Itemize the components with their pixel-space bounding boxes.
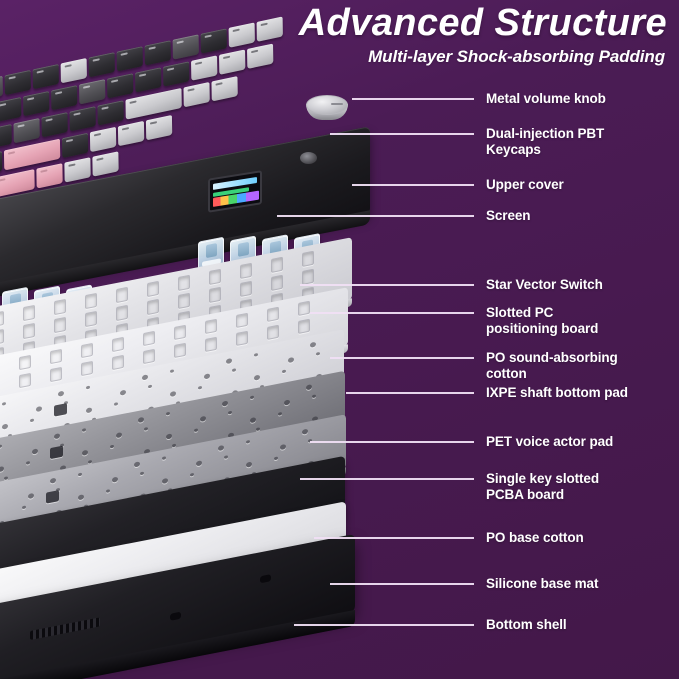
- leader-line-upper-cover: [352, 184, 474, 186]
- callout-dual-injection-pbt-keycaps: Dual-injection PBT Keycaps: [0, 126, 679, 166]
- leader-line-metal-volume-knob: [352, 98, 474, 100]
- callout-upper-cover: Upper cover: [0, 177, 679, 217]
- metal-volume-knob-object: [306, 95, 348, 125]
- callout-pet-voice-actor-pad: PET voice actor pad: [0, 434, 679, 474]
- callout-label-upper-cover: Upper cover: [486, 177, 564, 192]
- callout-label-po-base-cotton: PO base cotton: [486, 530, 584, 545]
- leader-line-star-vector-switch: [300, 284, 474, 286]
- callout-bottom-shell: Bottom shell: [0, 617, 679, 657]
- callout-single-key-slotted-pcba-board: Single key slotted PCBA board: [0, 471, 679, 511]
- plate-slot: [302, 250, 314, 267]
- callout-label-slotted-pc-positioning-board: Slotted PC positioning board: [486, 305, 599, 336]
- leader-line-ixpe-shaft-bottom-pad: [346, 392, 474, 394]
- page-subtitle: Multi-layer Shock-absorbing Padding: [368, 46, 665, 66]
- leader-line-bottom-shell: [294, 624, 474, 626]
- callout-label-silicone-base-mat: Silicone base mat: [486, 576, 599, 591]
- plate-slot: [271, 256, 283, 273]
- callout-ixpe-shaft-bottom-pad: IXPE shaft bottom pad: [0, 385, 679, 425]
- leader-line-po-sound-absorbing-cotton: [330, 357, 474, 359]
- callout-label-ixpe-shaft-bottom-pad: IXPE shaft bottom pad: [486, 385, 628, 400]
- leader-line-slotted-pc-positioning-board: [310, 312, 474, 314]
- keycap: [32, 63, 59, 90]
- callout-star-vector-switch: Star Vector Switch: [0, 277, 679, 317]
- page-title: Advanced Structure: [298, 2, 667, 44]
- callout-po-base-cotton: PO base cotton: [0, 530, 679, 570]
- mounting-hole: [194, 428, 198, 433]
- callout-label-bottom-shell: Bottom shell: [486, 617, 567, 632]
- leader-line-silicone-base-mat: [330, 583, 474, 585]
- callout-label-screen: Screen: [486, 208, 531, 223]
- callout-label-pet-voice-actor-pad: PET voice actor pad: [486, 434, 614, 449]
- callout-screen: Screen: [0, 208, 679, 248]
- mounting-hole: [82, 428, 86, 432]
- callout-slotted-pc-positioning-board: Slotted PC positioning board: [0, 305, 679, 345]
- callout-po-sound-absorbing-cotton: PO sound-absorbing cotton: [0, 350, 679, 390]
- callout-silicone-base-mat: Silicone base mat: [0, 576, 679, 616]
- keycap: [135, 67, 162, 93]
- callout-label-single-key-slotted-pcba-board: Single key slotted PCBA board: [486, 471, 599, 502]
- mounting-hole: [144, 427, 148, 431]
- knob-notch: [331, 103, 343, 105]
- leader-line-screen: [277, 215, 474, 217]
- knob-top: [306, 95, 348, 115]
- callout-metal-volume-knob: Metal volume knob: [0, 91, 679, 131]
- leader-line-dual-injection-pbt-keycaps: [330, 133, 474, 135]
- callout-label-star-vector-switch: Star Vector Switch: [486, 277, 603, 292]
- navigation-stick: [300, 152, 317, 164]
- heading-block: Advanced Structure Multi-layer Shock-abs…: [0, 0, 679, 67]
- callout-label-po-sound-absorbing-cotton: PO sound-absorbing cotton: [486, 350, 618, 381]
- leader-line-single-key-slotted-pcba-board: [300, 478, 474, 480]
- callout-label-metal-volume-knob: Metal volume knob: [486, 91, 606, 106]
- leader-line-pet-voice-actor-pad: [310, 441, 474, 443]
- callout-label-dual-injection-pbt-keycaps: Dual-injection PBT Keycaps: [486, 126, 605, 157]
- leader-line-po-base-cotton: [314, 537, 474, 539]
